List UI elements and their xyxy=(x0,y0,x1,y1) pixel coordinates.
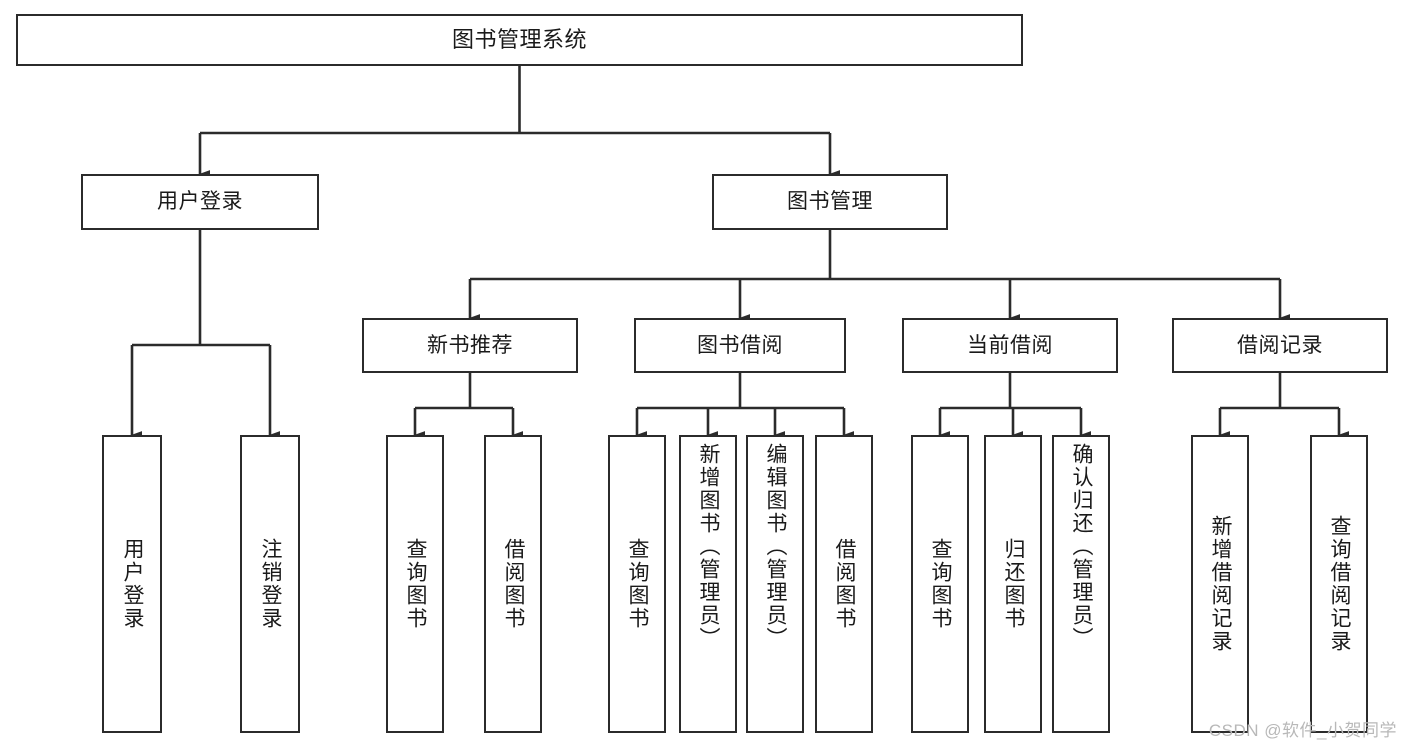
node-leaf-borrow-1[interactable]: 借阅图书 xyxy=(484,435,542,733)
node-label-leaf-borrow-1: 借阅图书 xyxy=(502,538,526,630)
node-label-user-login: 用户登录 xyxy=(157,190,243,214)
node-label-leaf-user-login: 用户登录 xyxy=(121,538,145,630)
node-user-login[interactable]: 用户登录 xyxy=(81,174,319,230)
node-leaf-return[interactable]: 归还图书 xyxy=(984,435,1042,733)
node-label-leaf-edit-book: 编辑图书（管理员） xyxy=(764,443,788,650)
node-leaf-edit-book[interactable]: 编辑图书（管理员） xyxy=(746,435,804,733)
node-label-leaf-return: 归还图书 xyxy=(1002,538,1026,630)
node-leaf-query-rec[interactable]: 查询借阅记录 xyxy=(1310,435,1368,733)
node-label-new-book-rec: 新书推荐 xyxy=(427,333,513,357)
node-label-leaf-add-rec: 新增借阅记录 xyxy=(1209,515,1233,653)
node-leaf-add-book[interactable]: 新增图书（管理员） xyxy=(679,435,737,733)
node-leaf-query-1[interactable]: 查询图书 xyxy=(386,435,444,733)
node-current-borrow[interactable]: 当前借阅 xyxy=(902,318,1118,373)
node-leaf-user-login[interactable]: 用户登录 xyxy=(102,435,162,733)
node-label-root: 图书管理系统 xyxy=(451,26,587,52)
node-label-leaf-add-book: 新增图书（管理员） xyxy=(697,443,721,650)
node-label-borrow-record: 借阅记录 xyxy=(1237,333,1323,357)
node-leaf-borrow-2[interactable]: 借阅图书 xyxy=(815,435,873,733)
node-label-leaf-query-1: 查询图书 xyxy=(404,538,428,630)
node-label-leaf-logout: 注销登录 xyxy=(259,538,283,630)
node-label-book-borrow: 图书借阅 xyxy=(697,333,783,357)
node-label-leaf-query-2: 查询图书 xyxy=(626,538,650,630)
node-leaf-logout[interactable]: 注销登录 xyxy=(240,435,300,733)
node-leaf-query-3[interactable]: 查询图书 xyxy=(911,435,969,733)
node-new-book-rec[interactable]: 新书推荐 xyxy=(362,318,578,373)
node-label-leaf-borrow-2: 借阅图书 xyxy=(833,538,857,630)
node-label-book-manage: 图书管理 xyxy=(787,190,873,214)
node-leaf-query-2[interactable]: 查询图书 xyxy=(608,435,666,733)
node-label-leaf-query-rec: 查询借阅记录 xyxy=(1328,515,1352,653)
node-book-borrow[interactable]: 图书借阅 xyxy=(634,318,846,373)
node-label-current-borrow: 当前借阅 xyxy=(967,333,1053,357)
node-label-leaf-confirm: 确认归还（管理员） xyxy=(1070,443,1094,650)
node-root[interactable]: 图书管理系统 xyxy=(16,14,1023,66)
node-label-leaf-query-3: 查询图书 xyxy=(929,538,953,630)
node-borrow-record[interactable]: 借阅记录 xyxy=(1172,318,1388,373)
node-book-manage[interactable]: 图书管理 xyxy=(712,174,948,230)
node-leaf-confirm[interactable]: 确认归还（管理员） xyxy=(1052,435,1110,733)
csdn-watermark: CSDN @软件_小贺同学 xyxy=(1208,721,1397,740)
node-leaf-add-rec[interactable]: 新增借阅记录 xyxy=(1191,435,1249,733)
